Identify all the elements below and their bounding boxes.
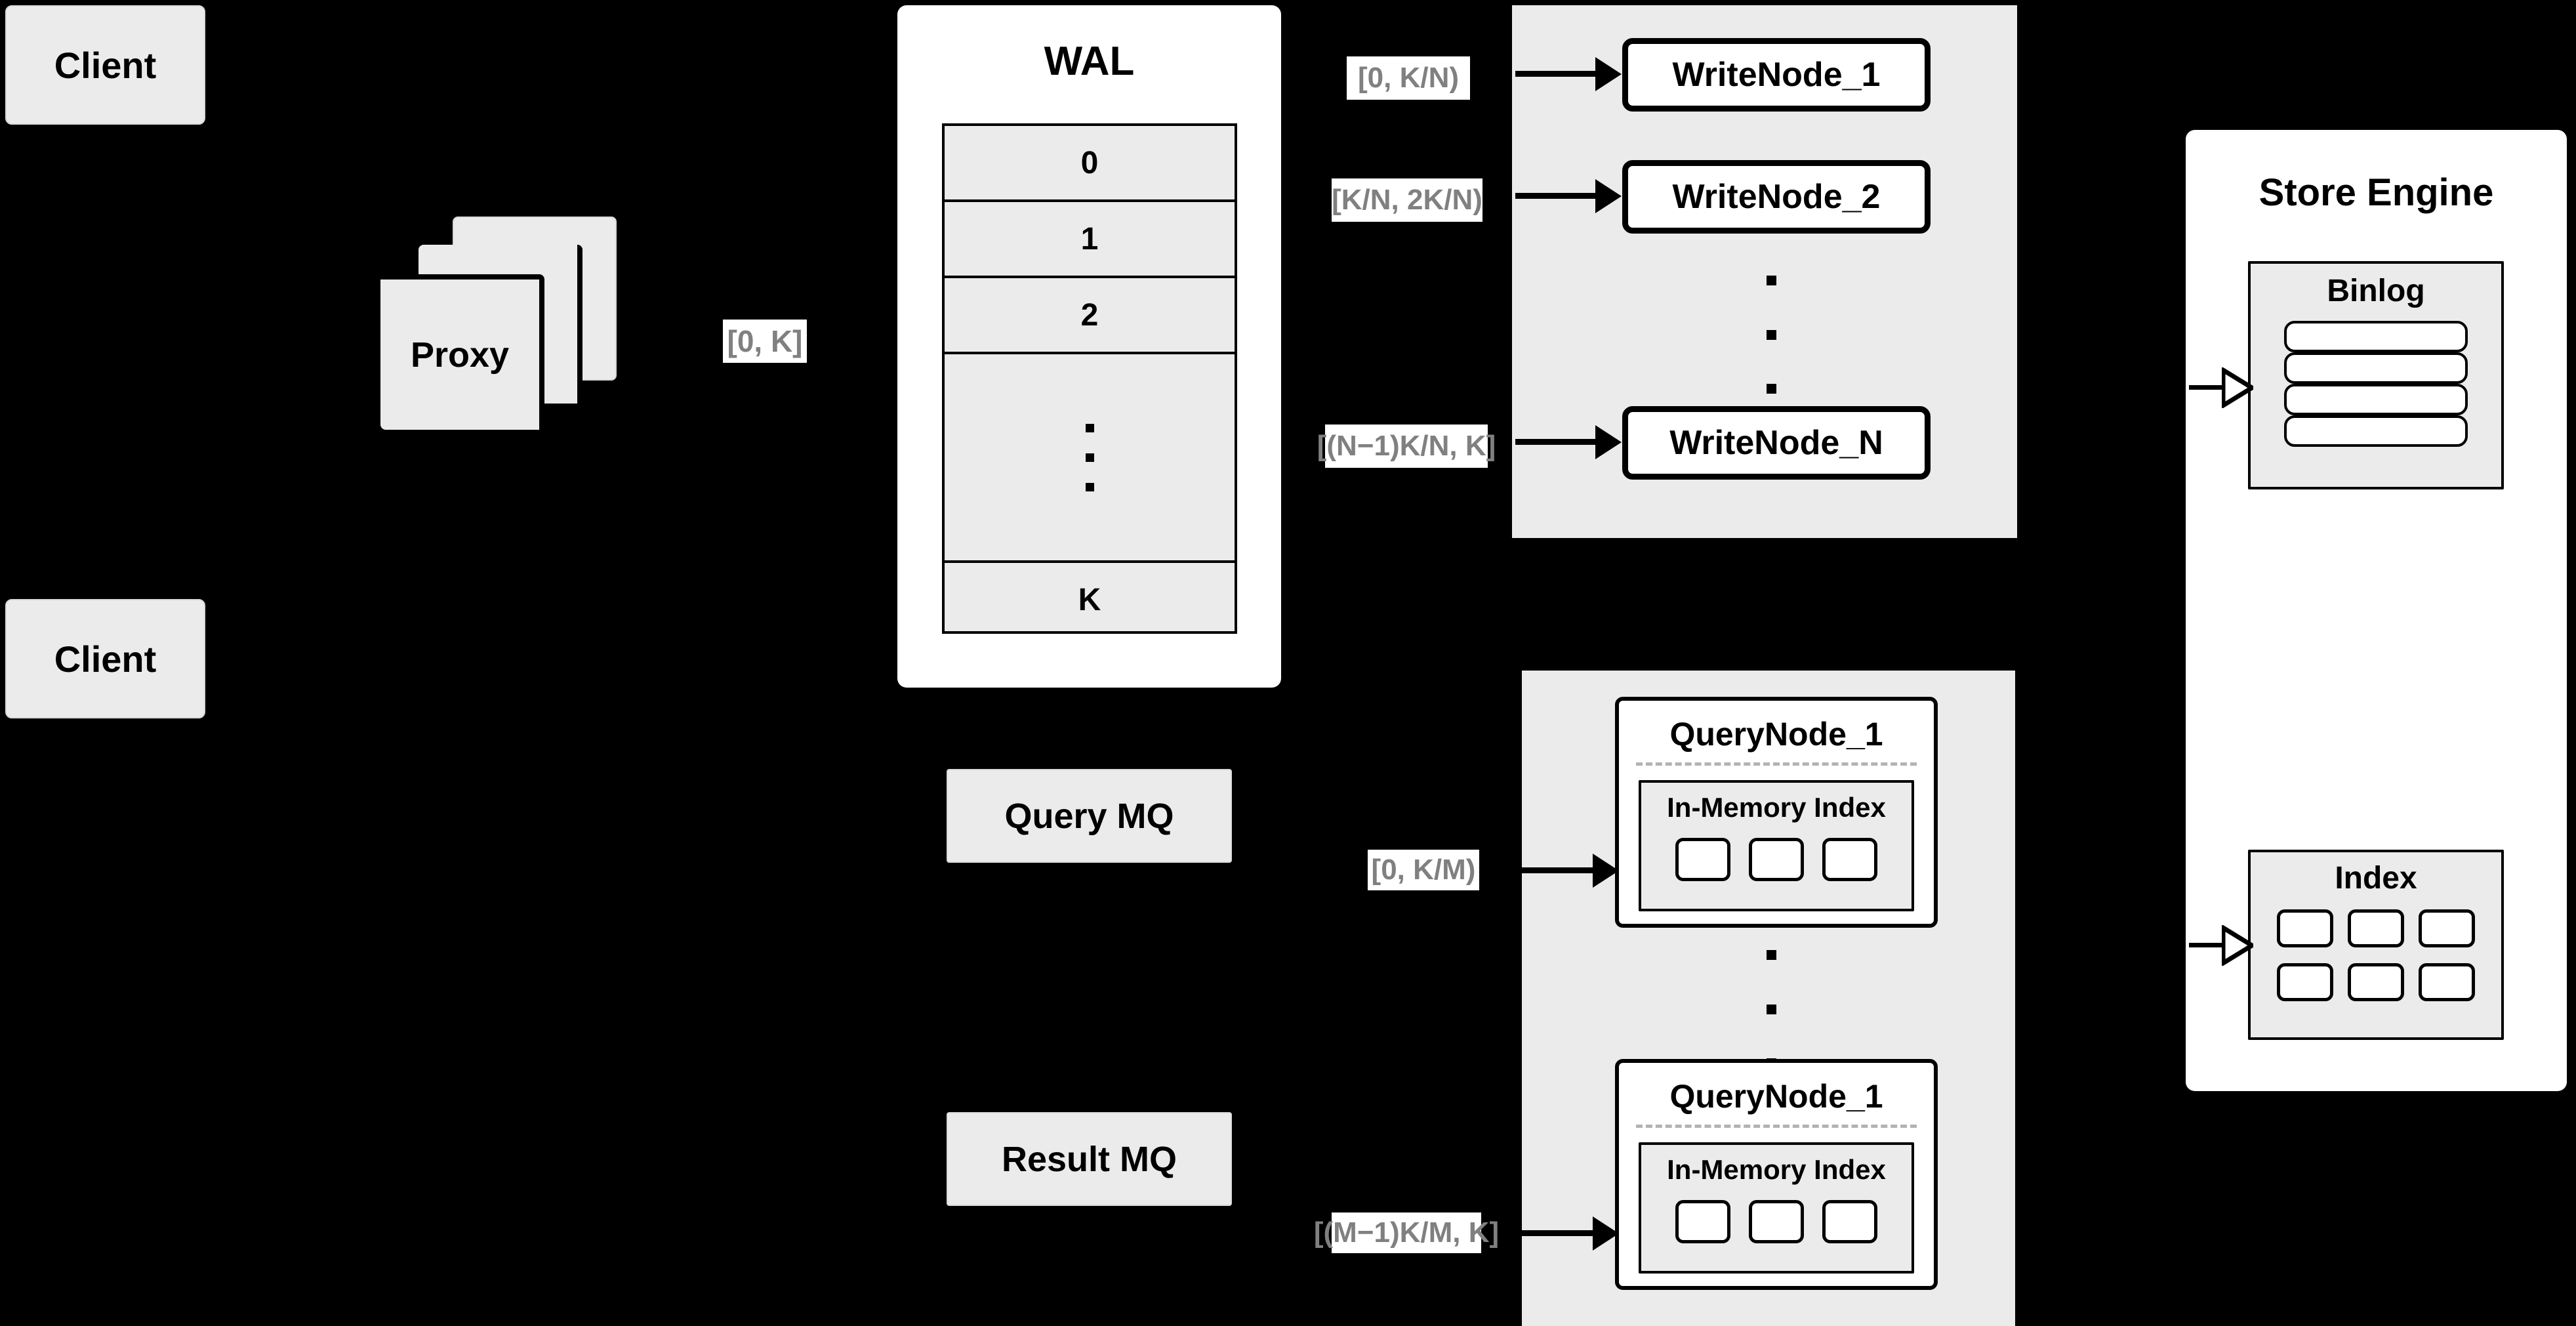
query-node-2[interactable]: QueryNode_1 In-Memory Index bbox=[1615, 1059, 1938, 1290]
store-index-chip[interactable] bbox=[2277, 963, 2333, 1001]
write-node-1-arrow-head bbox=[1595, 57, 1622, 91]
proxy-label: Proxy bbox=[410, 335, 510, 375]
client-box-1[interactable]: Client bbox=[5, 5, 205, 125]
query-node-2-range-label: [(M−1)K/M, K] bbox=[1314, 1212, 1499, 1253]
query-nodes-ellipsis-dot bbox=[1766, 950, 1776, 960]
write-node-1-arrow-line bbox=[1515, 71, 1607, 77]
query-node-2-label: QueryNode_1 bbox=[1669, 1078, 1883, 1115]
query-node-2-arrow-head bbox=[1593, 1216, 1619, 1251]
write-node-2-arrow-head bbox=[1595, 179, 1622, 213]
binlog-arrow-head bbox=[2222, 367, 2253, 408]
client-label-2: Client bbox=[54, 638, 157, 680]
write-node-n-arrow-line bbox=[1515, 439, 1607, 445]
query-node-2-inmemory-index: In-Memory Index bbox=[1639, 1142, 1914, 1274]
query-nodes-ellipsis bbox=[1766, 950, 1776, 1068]
result-mq-box[interactable]: Result MQ bbox=[947, 1112, 1232, 1206]
write-nodes-ellipsis bbox=[1766, 276, 1776, 394]
proxy-card-front[interactable]: Proxy bbox=[380, 274, 544, 430]
store-engine-title: Store Engine bbox=[2259, 171, 2494, 214]
query-node-1-arrow-head bbox=[1593, 854, 1619, 888]
wal-panel: WAL 0 1 2 K bbox=[897, 5, 1281, 688]
wal-ellipsis-dot bbox=[1085, 482, 1094, 491]
wal-table: 0 1 2 K bbox=[942, 123, 1237, 634]
wal-row-0[interactable]: 0 bbox=[945, 126, 1235, 202]
query-mq-label: Query MQ bbox=[1004, 796, 1174, 836]
client-label-1: Client bbox=[54, 44, 157, 86]
proxy-output-range-label: [0, K] bbox=[723, 320, 807, 363]
wal-row-2[interactable]: 2 bbox=[945, 278, 1235, 354]
wal-row-1[interactable]: 1 bbox=[945, 202, 1235, 278]
write-node-2-range-label: [K/N, 2K/N) bbox=[1332, 178, 1482, 222]
query-node-1-separator bbox=[1636, 762, 1917, 766]
proxy-stack[interactable]: Proxy bbox=[380, 217, 663, 430]
binlog-box: Binlog bbox=[2248, 261, 2504, 489]
binlog-title: Binlog bbox=[2327, 274, 2425, 308]
write-nodes-ellipsis-dot bbox=[1766, 276, 1776, 285]
store-index-arrow-line bbox=[2189, 943, 2230, 947]
query-node-1[interactable]: QueryNode_1 In-Memory Index bbox=[1615, 697, 1938, 928]
binlog-row[interactable] bbox=[2284, 384, 2468, 415]
binlog-arrow-line bbox=[2189, 385, 2230, 390]
query-node-2-index-chip[interactable] bbox=[1749, 1200, 1804, 1243]
write-node-n[interactable]: WriteNode_N bbox=[1622, 406, 1931, 480]
store-index-arrow-head bbox=[2222, 925, 2253, 966]
query-mq-box[interactable]: Query MQ bbox=[947, 769, 1232, 863]
wal-ellipsis-dot bbox=[1085, 423, 1094, 432]
write-node-2[interactable]: WriteNode_2 bbox=[1622, 160, 1931, 234]
binlog-row[interactable] bbox=[2284, 352, 2468, 384]
query-node-1-index-title: In-Memory Index bbox=[1667, 792, 1886, 823]
result-mq-label: Result MQ bbox=[1001, 1139, 1177, 1179]
write-nodes-ellipsis-dot bbox=[1766, 384, 1776, 394]
wal-title: WAL bbox=[1044, 39, 1135, 84]
query-node-2-index-title: In-Memory Index bbox=[1667, 1154, 1886, 1185]
query-node-2-index-chip[interactable] bbox=[1822, 1200, 1877, 1243]
store-index-chip[interactable] bbox=[2277, 909, 2333, 947]
store-index-chip[interactable] bbox=[2419, 909, 2475, 947]
query-node-1-index-chip[interactable] bbox=[1822, 838, 1877, 881]
query-nodes-ellipsis-dot bbox=[1766, 1004, 1776, 1014]
write-nodes-ellipsis-dot bbox=[1766, 329, 1776, 340]
query-node-1-index-chip[interactable] bbox=[1749, 838, 1804, 881]
query-node-1-label: QueryNode_1 bbox=[1669, 716, 1883, 753]
query-node-1-arrow-line bbox=[1522, 867, 1606, 873]
write-node-1-range-label: [0, K/N) bbox=[1347, 56, 1470, 100]
write-node-1-label: WriteNode_1 bbox=[1672, 56, 1881, 94]
wal-row-k[interactable]: K bbox=[1078, 582, 1101, 617]
store-index-chip[interactable] bbox=[2419, 963, 2475, 1001]
query-node-2-separator bbox=[1636, 1125, 1917, 1128]
store-index-chip[interactable] bbox=[2348, 963, 2404, 1001]
store-index-chip[interactable] bbox=[2348, 909, 2404, 947]
query-node-1-inmemory-index: In-Memory Index bbox=[1639, 780, 1914, 911]
query-node-1-range-label: [0, K/M) bbox=[1368, 850, 1479, 890]
write-node-2-arrow-line bbox=[1515, 193, 1607, 199]
query-node-2-index-chip[interactable] bbox=[1675, 1200, 1730, 1243]
write-node-n-arrow-head bbox=[1595, 425, 1622, 459]
client-box-2[interactable]: Client bbox=[5, 599, 205, 718]
wal-ellipsis-dot bbox=[1085, 453, 1094, 462]
write-node-2-label: WriteNode_2 bbox=[1672, 178, 1881, 216]
query-node-2-arrow-line bbox=[1522, 1230, 1606, 1236]
wal-row-ellipsis bbox=[945, 354, 1235, 563]
write-node-n-range-label: [(N−1)K/N, K] bbox=[1317, 425, 1496, 468]
store-index-title: Index bbox=[2335, 861, 2417, 896]
store-index-box: Index bbox=[2248, 850, 2504, 1040]
binlog-row[interactable] bbox=[2284, 321, 2468, 352]
write-node-1[interactable]: WriteNode_1 bbox=[1622, 38, 1931, 112]
binlog-row[interactable] bbox=[2284, 415, 2468, 447]
query-node-1-index-chip[interactable] bbox=[1675, 838, 1730, 881]
write-node-n-label: WriteNode_N bbox=[1669, 424, 1883, 462]
